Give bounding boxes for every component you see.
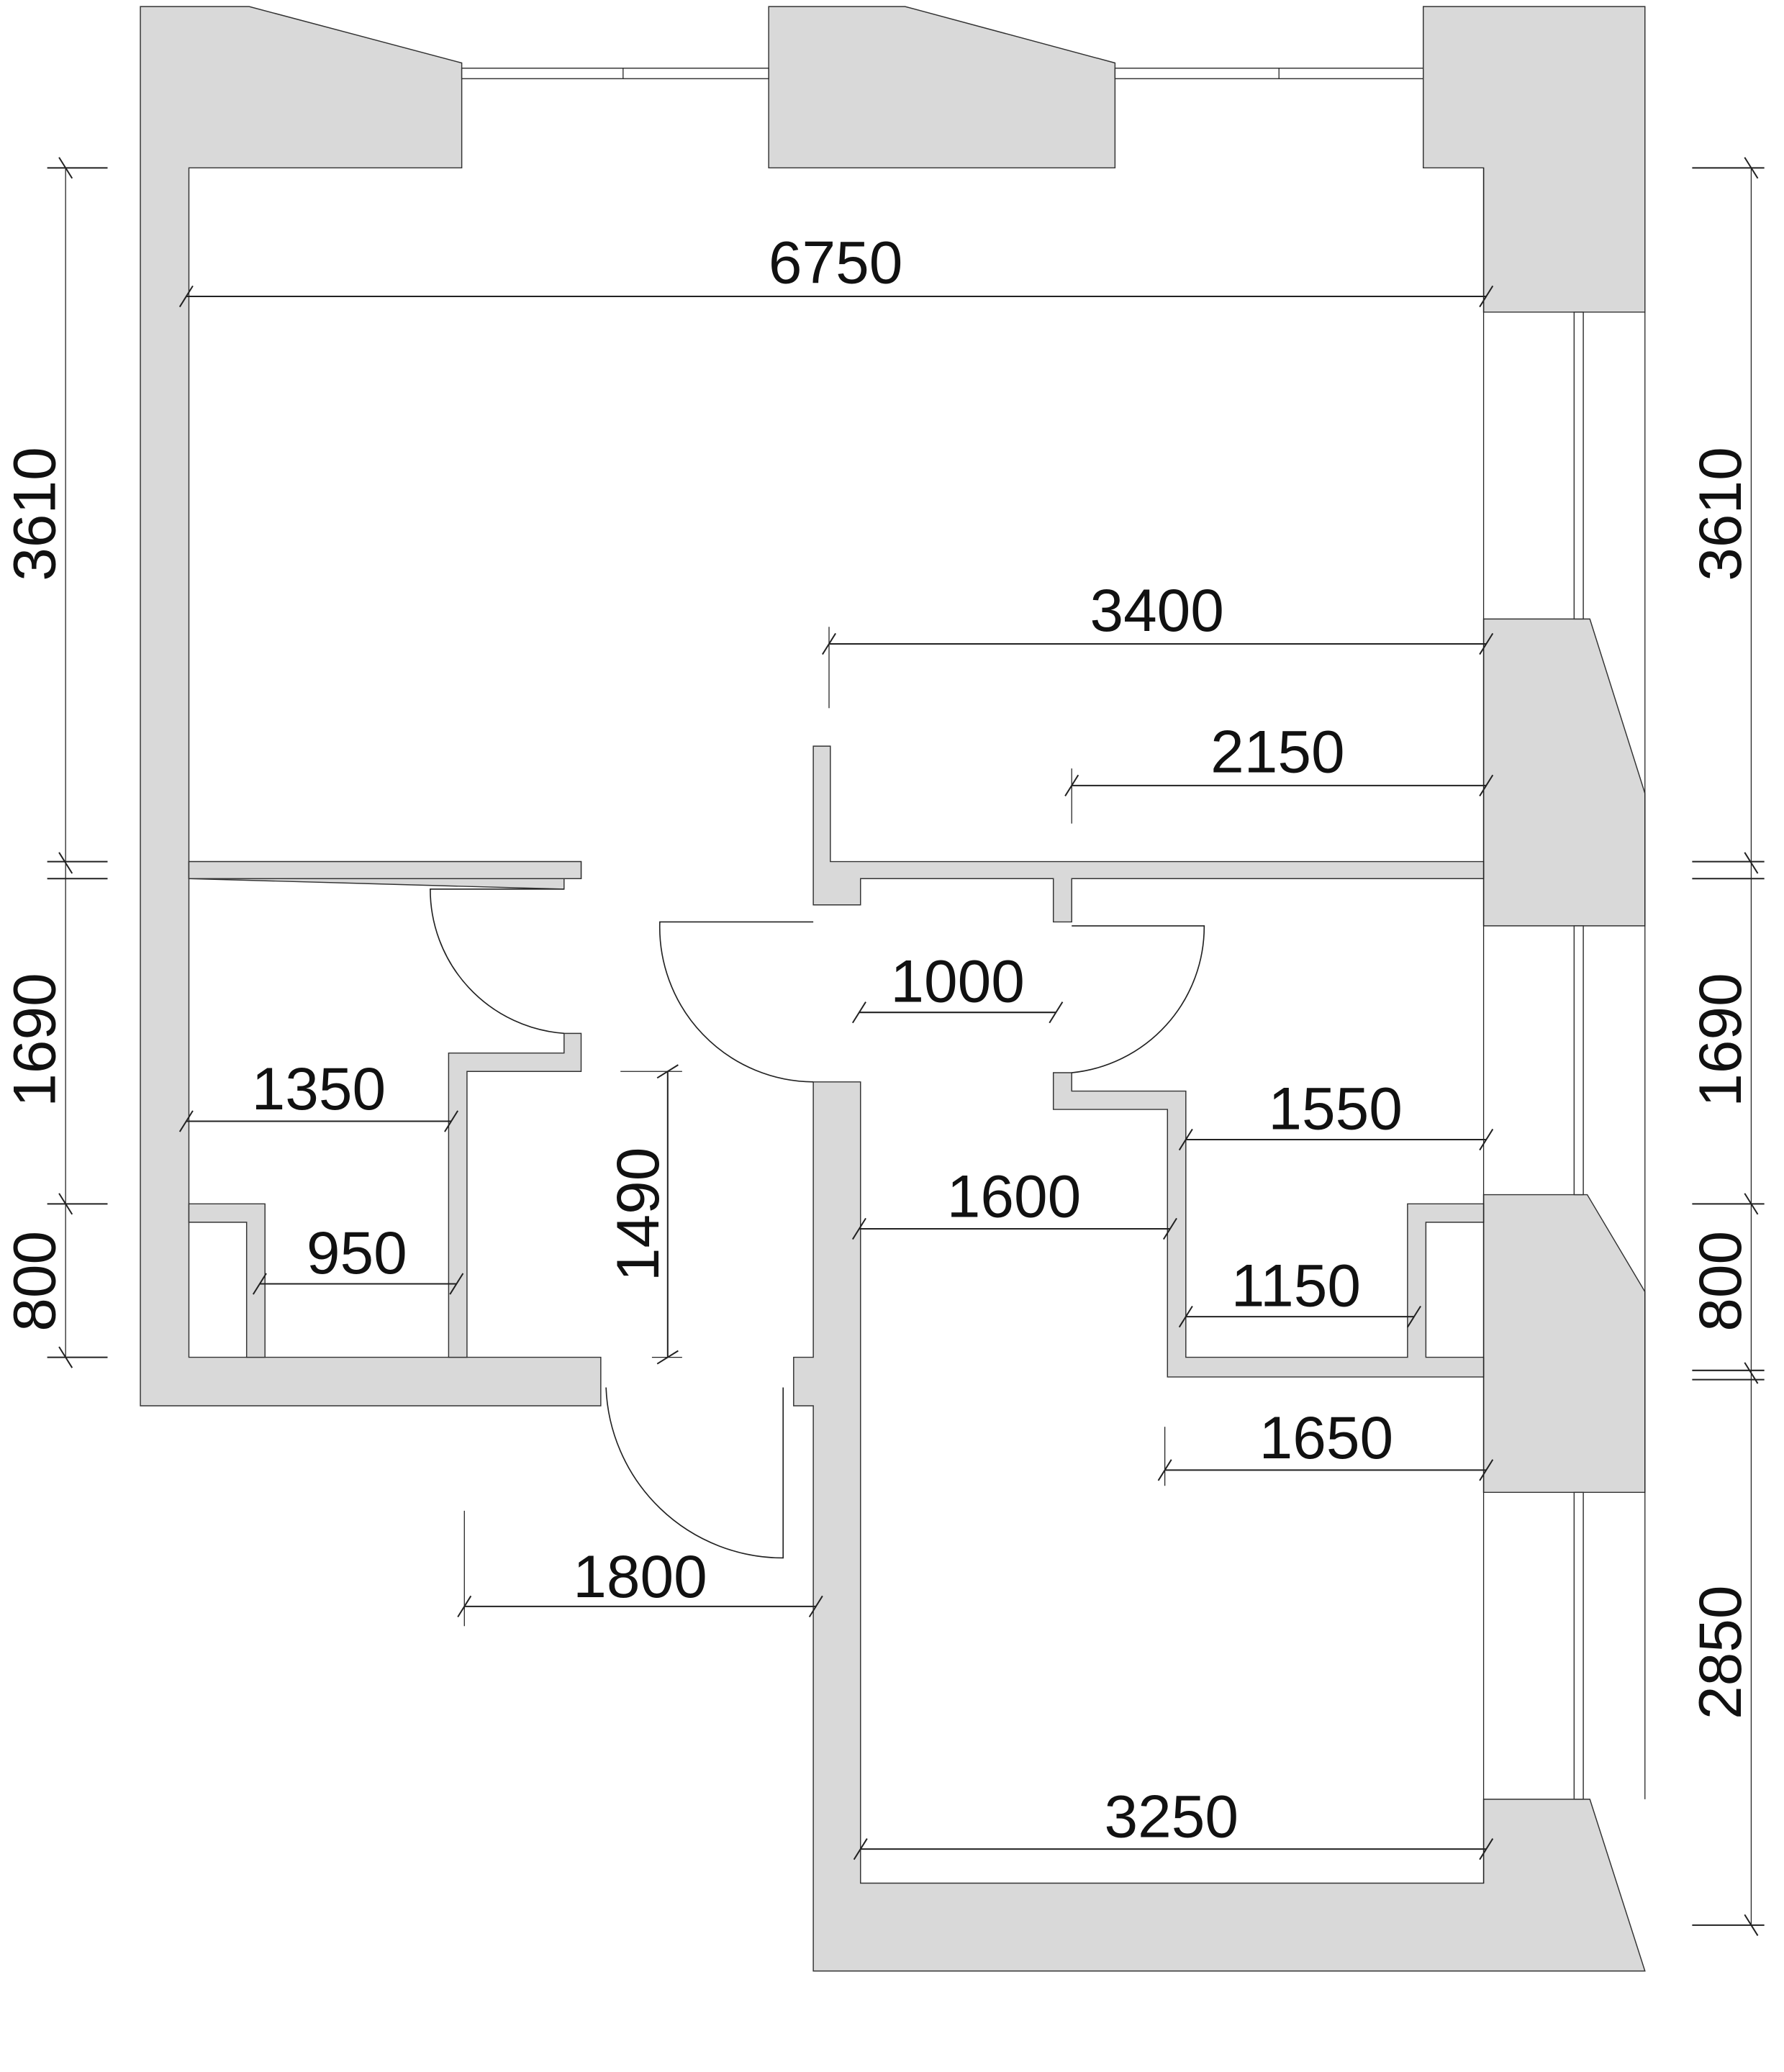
wall-right-pier-1 xyxy=(1482,618,1646,927)
svg-text:3400: 3400 xyxy=(1090,576,1224,644)
svg-text:1150: 1150 xyxy=(1231,1251,1361,1319)
dim-1350: 1350 xyxy=(178,1055,459,1132)
door-bath-left xyxy=(430,889,564,1035)
dim-1490: 1490 xyxy=(604,1064,682,1365)
right-dimension-chain: 3610 1690 800 2850 xyxy=(1686,157,1765,1936)
dim-6750: 6750 xyxy=(178,229,1494,308)
svg-text:950: 950 xyxy=(307,1219,407,1286)
svg-text:1350: 1350 xyxy=(252,1055,386,1122)
dim-1600: 1600 xyxy=(851,1163,1177,1240)
svg-text:3250: 3250 xyxy=(1105,1783,1239,1850)
dim-1150: 1150 xyxy=(1178,1251,1421,1328)
dim-950: 950 xyxy=(252,1219,464,1295)
svg-text:1600: 1600 xyxy=(947,1163,1082,1230)
svg-text:1690: 1690 xyxy=(1,973,68,1107)
window-top-2 xyxy=(1114,68,1424,80)
window-right-3 xyxy=(1573,1491,1584,1800)
dim-1550: 1550 xyxy=(1178,1074,1494,1151)
walls xyxy=(140,6,1646,1972)
doors xyxy=(430,889,1205,1559)
svg-text:800: 800 xyxy=(1,1231,68,1332)
left-dimension-chain: 3610 1690 800 xyxy=(1,157,108,1368)
dim-1800: 1800 xyxy=(457,1510,823,1627)
window-top-1 xyxy=(461,68,769,80)
window-right-2 xyxy=(1573,925,1584,1196)
dim-1650: 1650 xyxy=(1157,1404,1494,1486)
svg-text:3610: 3610 xyxy=(1686,447,1754,581)
svg-text:3610: 3610 xyxy=(1,447,68,581)
closet-wall xyxy=(188,1203,266,1358)
dim-1000: 1000 xyxy=(851,948,1064,1024)
dim-2150: 2150 xyxy=(1064,718,1494,824)
svg-text:1650: 1650 xyxy=(1259,1404,1394,1471)
door-living xyxy=(658,921,814,1083)
door-entry xyxy=(605,1387,784,1559)
svg-text:1490: 1490 xyxy=(604,1148,671,1281)
dimension-lines: 6750 3400 2150 1000 1350 950 1490 1550 1… xyxy=(178,229,1494,1860)
wall-right-pier-2 xyxy=(1482,1194,1646,1494)
svg-text:1690: 1690 xyxy=(1686,973,1754,1107)
partition-top-left-body xyxy=(188,860,582,879)
wall-top-middle xyxy=(768,6,1116,169)
wall-left-top xyxy=(140,6,602,1407)
svg-text:800: 800 xyxy=(1686,1231,1754,1332)
svg-text:2850: 2850 xyxy=(1686,1585,1754,1719)
door-bath-right xyxy=(1072,925,1205,1073)
svg-text:1000: 1000 xyxy=(890,948,1025,1015)
svg-text:6750: 6750 xyxy=(769,229,903,296)
window-right-1 xyxy=(1573,312,1584,620)
wall-bottom xyxy=(793,1081,1646,1972)
dim-3400: 3400 xyxy=(822,576,1494,709)
dim-3250: 3250 xyxy=(853,1783,1494,1860)
svg-text:2150: 2150 xyxy=(1210,718,1345,786)
bath-wall-left xyxy=(448,1032,582,1358)
windows xyxy=(461,68,1646,1884)
svg-text:1550: 1550 xyxy=(1268,1074,1403,1142)
svg-text:1800: 1800 xyxy=(573,1542,707,1610)
wall-top-right xyxy=(1422,6,1646,313)
partition-top-right xyxy=(812,745,1485,923)
